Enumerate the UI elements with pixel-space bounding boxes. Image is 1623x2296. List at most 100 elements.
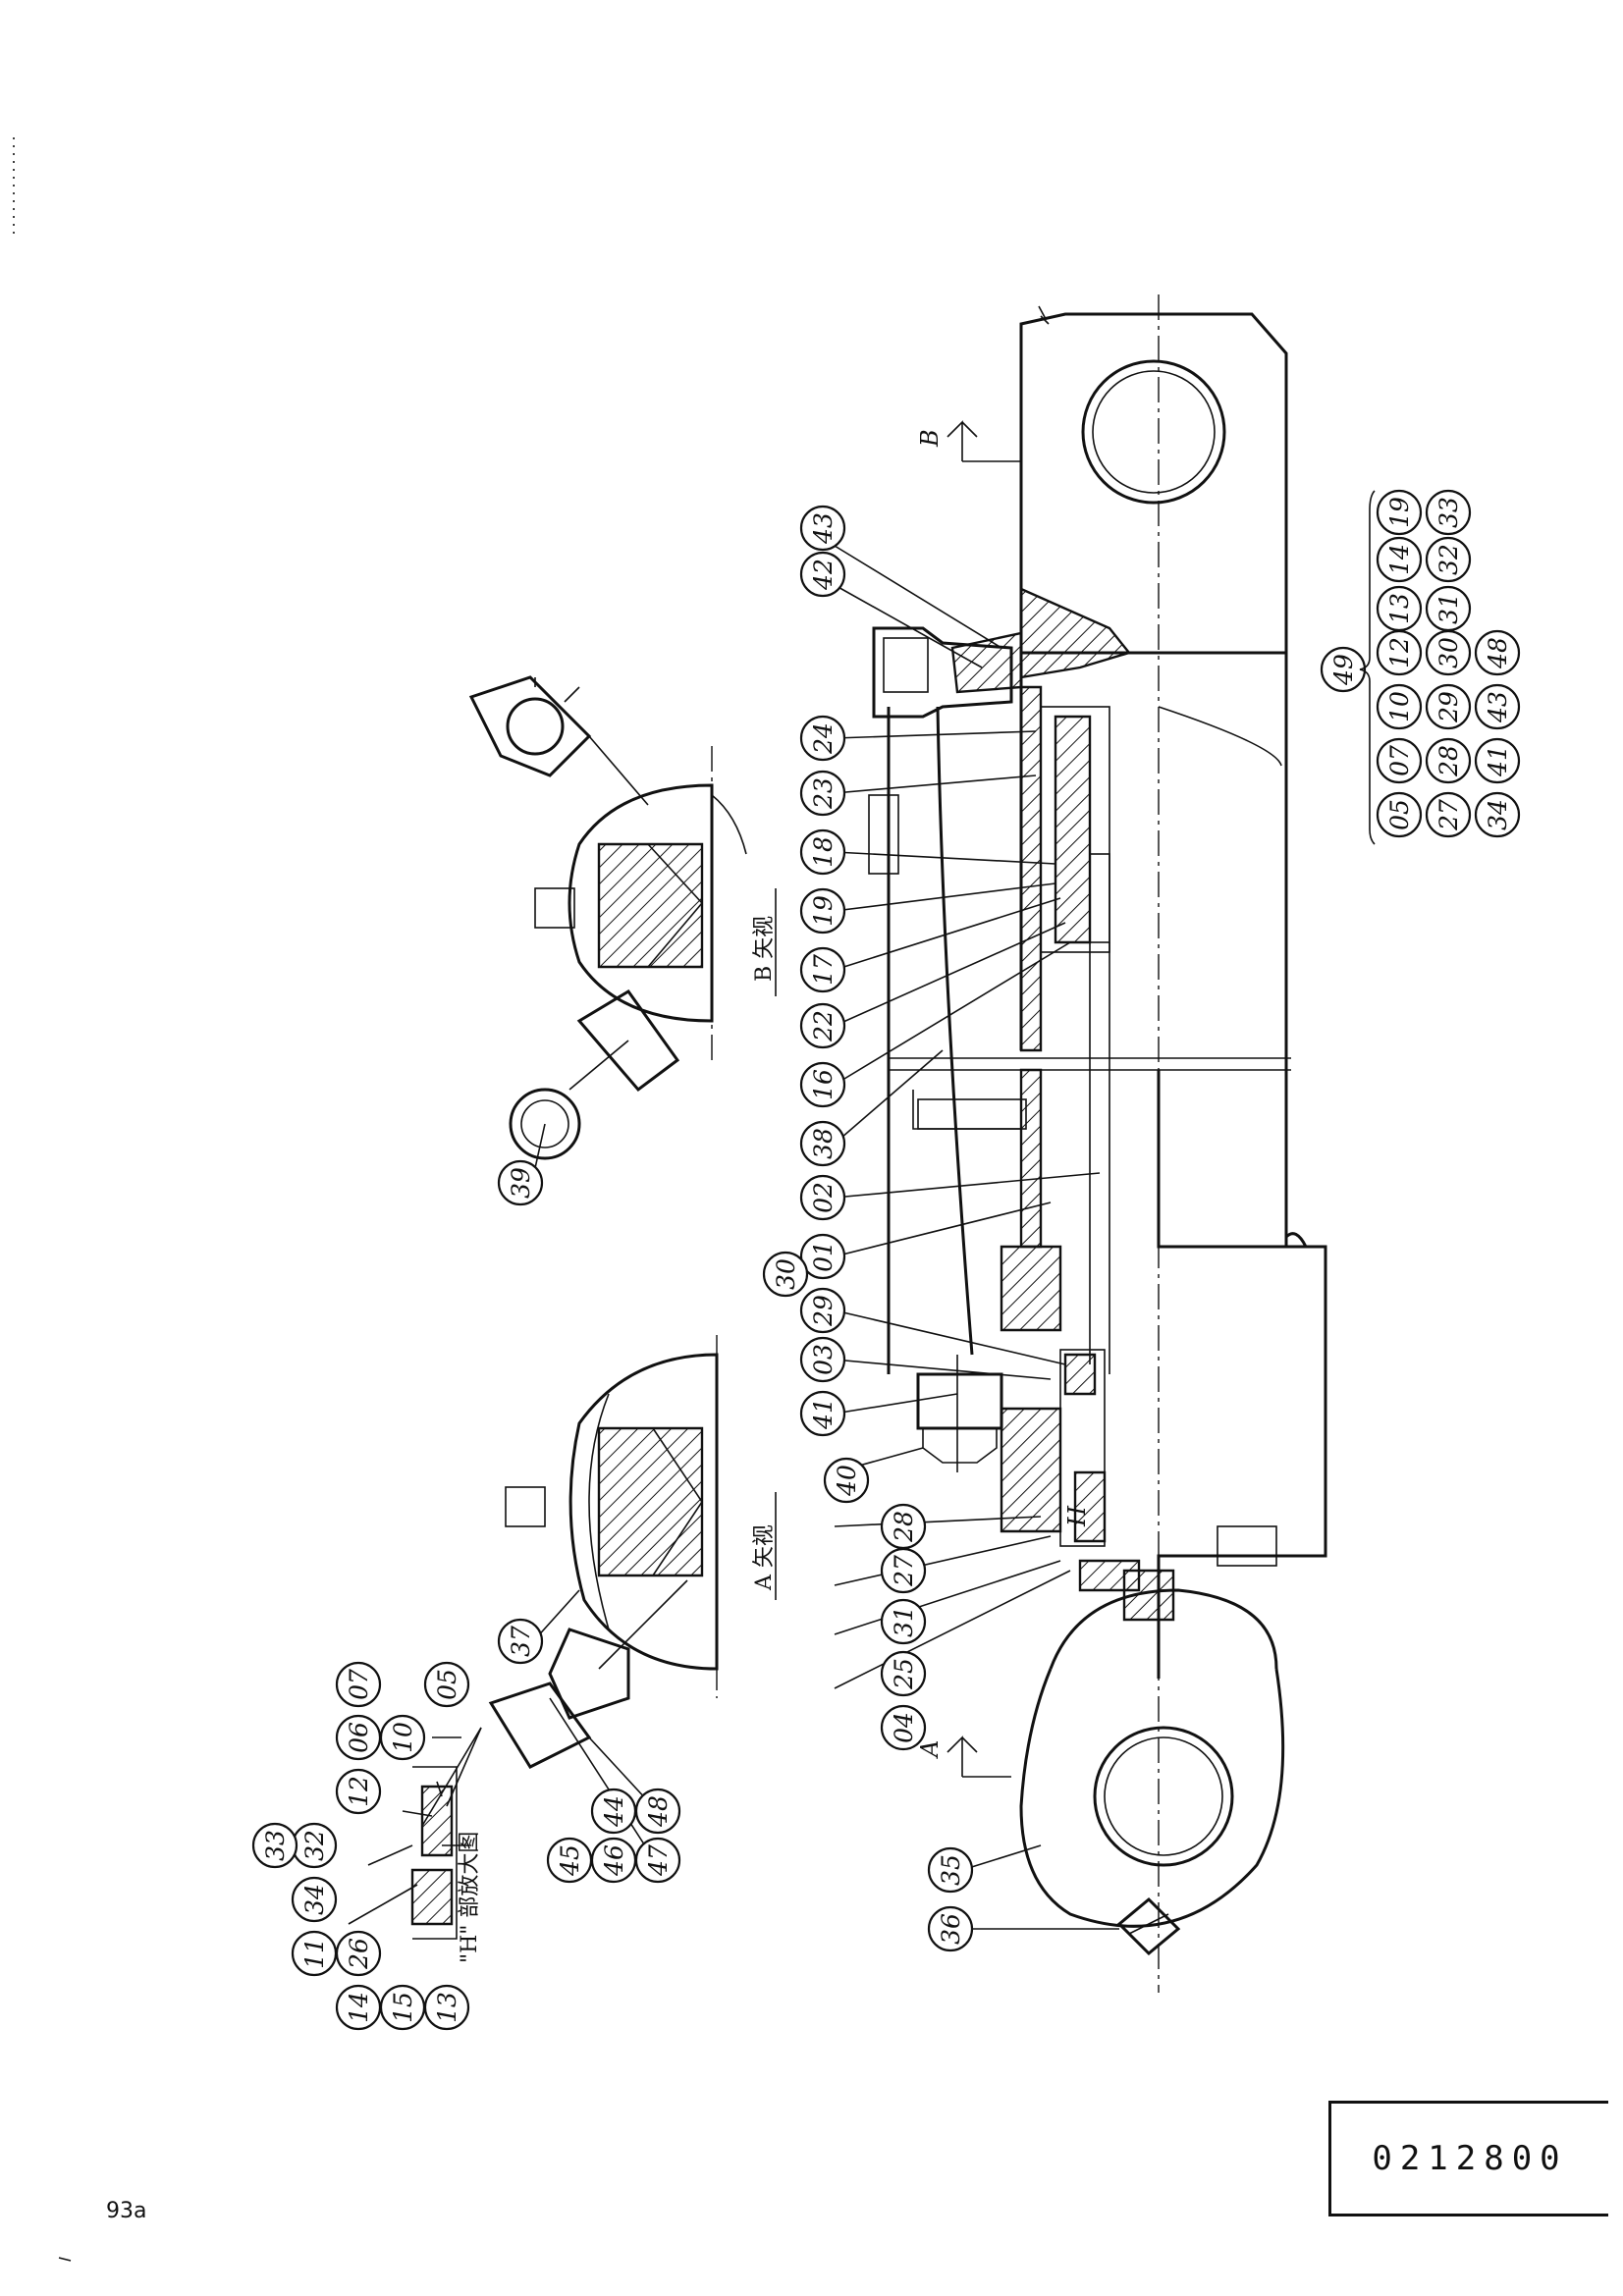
callout-34: 34 [291, 1876, 338, 1923]
section-a-mark: A [916, 1740, 944, 1759]
callout-18: 18 [799, 828, 846, 876]
callout-30: 30 [762, 1251, 809, 1298]
svg-text:43: 43 [809, 512, 838, 545]
svg-text:22: 22 [809, 1010, 838, 1042]
svg-text:23: 23 [809, 777, 838, 810]
svg-text:41: 41 [809, 1398, 838, 1430]
svg-text:32: 32 [1434, 544, 1463, 575]
callout-17: 17 [799, 946, 846, 993]
svg-text:16: 16 [809, 1069, 838, 1100]
svg-text:18: 18 [809, 836, 838, 868]
svg-text:31: 31 [890, 1606, 918, 1637]
callout-balloons: 43 42 24 23 18 19 17 22 16 38 02 01 29 3… [251, 505, 974, 2031]
callout-29: 29 [799, 1287, 846, 1334]
kit-item-r1-2: 07 [1376, 737, 1423, 784]
drawing-number-box: 0212800 [1328, 2101, 1608, 2216]
callout-36: 36 [927, 1905, 974, 1952]
svg-text:34: 34 [1484, 799, 1512, 830]
view-a-label: A 矢视 [752, 1524, 777, 1591]
svg-text:41: 41 [1484, 745, 1512, 777]
callout-01: 01 [799, 1233, 846, 1280]
leader-lines [348, 545, 1119, 1930]
kit-label: 49 [1320, 646, 1367, 693]
kit-item-r2-1: 27 [1425, 791, 1472, 838]
callout-14: 14 [335, 1984, 382, 2031]
svg-text:40: 40 [833, 1465, 861, 1497]
callout-11: 11 [291, 1930, 338, 1977]
scan-artifacts [13, 137, 72, 2262]
callout-38: 38 [799, 1120, 846, 1167]
svg-text:43: 43 [1484, 691, 1512, 723]
callout-10: 10 [379, 1714, 426, 1761]
callout-32: 32 [291, 1822, 338, 1869]
callout-40: 40 [823, 1457, 870, 1504]
svg-text:29: 29 [1434, 691, 1463, 723]
svg-text:27: 27 [1434, 799, 1463, 831]
kit-item-r2-3: 29 [1425, 683, 1472, 730]
callout-39: 39 [497, 1159, 544, 1206]
svg-text:31: 31 [1434, 593, 1463, 624]
callout-06: 06 [335, 1714, 382, 1761]
kit-row-3: 34 41 43 48 [1474, 629, 1521, 838]
kit-item-r1-7: 19 [1376, 489, 1423, 536]
kit-item-r2-2: 28 [1425, 737, 1472, 784]
svg-text:03: 03 [809, 1344, 838, 1375]
detail-h: "H" 部放大图 [410, 1736, 482, 1963]
kit-row-2: 27 28 29 30 31 32 33 [1425, 489, 1472, 838]
svg-text:07: 07 [345, 1669, 373, 1700]
svg-text:49: 49 [1329, 654, 1358, 686]
callout-28: 28 [880, 1503, 927, 1550]
svg-text:15: 15 [389, 1992, 417, 2023]
kit-item-r1-3: 10 [1376, 683, 1423, 730]
callout-24: 24 [799, 715, 846, 762]
svg-text:24: 24 [809, 722, 838, 755]
svg-text:30: 30 [1434, 637, 1463, 668]
kit-item-r1-6: 14 [1376, 536, 1423, 583]
kit-item-r2-5: 31 [1425, 585, 1472, 632]
svg-text:32: 32 [300, 1830, 329, 1861]
svg-text:25: 25 [890, 1658, 918, 1690]
svg-text:07: 07 [1385, 745, 1414, 776]
svg-text:48: 48 [1484, 637, 1512, 669]
svg-text:47: 47 [644, 1844, 673, 1877]
callout-23: 23 [799, 770, 846, 817]
callout-12: 12 [335, 1768, 382, 1815]
svg-text:35: 35 [937, 1854, 965, 1886]
callout-48: 48 [634, 1788, 681, 1835]
kit-item-r1-4: 12 [1376, 629, 1423, 676]
svg-text:27: 27 [890, 1555, 918, 1587]
callout-44: 44 [590, 1788, 637, 1835]
main-cylinder-assembly: A B H [868, 294, 1327, 1993]
callout-07: 07 [335, 1661, 382, 1708]
callout-33: 33 [251, 1822, 298, 1869]
svg-text:05: 05 [1385, 799, 1414, 830]
callout-45: 45 [546, 1837, 593, 1884]
callout-46: 46 [590, 1837, 637, 1884]
callout-27: 27 [880, 1547, 927, 1594]
view-b-label: B 矢视 [752, 916, 777, 982]
kit-row-1: 05 07 10 12 13 14 19 [1376, 489, 1423, 838]
callout-37: 37 [497, 1618, 544, 1665]
svg-text:36: 36 [937, 1913, 965, 1945]
view-a-detail: A 矢视 [488, 1335, 777, 1769]
svg-text:06: 06 [345, 1722, 373, 1753]
svg-text:29: 29 [809, 1295, 838, 1327]
kit-item-r3-3: 43 [1474, 683, 1521, 730]
svg-text:12: 12 [345, 1776, 373, 1807]
kit-item-r2-4: 30 [1425, 629, 1472, 676]
svg-text:04: 04 [890, 1712, 918, 1743]
callout-02: 02 [799, 1174, 846, 1221]
callout-47: 47 [634, 1837, 681, 1884]
svg-text:37: 37 [507, 1626, 535, 1657]
svg-text:13: 13 [433, 1992, 461, 2023]
svg-text:45: 45 [556, 1844, 584, 1877]
svg-text:19: 19 [1385, 497, 1414, 528]
callout-03: 03 [799, 1336, 846, 1383]
kit-item-r1-1: 05 [1376, 791, 1423, 838]
callout-22: 22 [799, 1002, 846, 1049]
callout-35: 35 [927, 1846, 974, 1894]
section-b-mark: B [916, 429, 944, 448]
kit-item-r3-1: 34 [1474, 791, 1521, 838]
callout-15: 15 [379, 1984, 426, 2031]
